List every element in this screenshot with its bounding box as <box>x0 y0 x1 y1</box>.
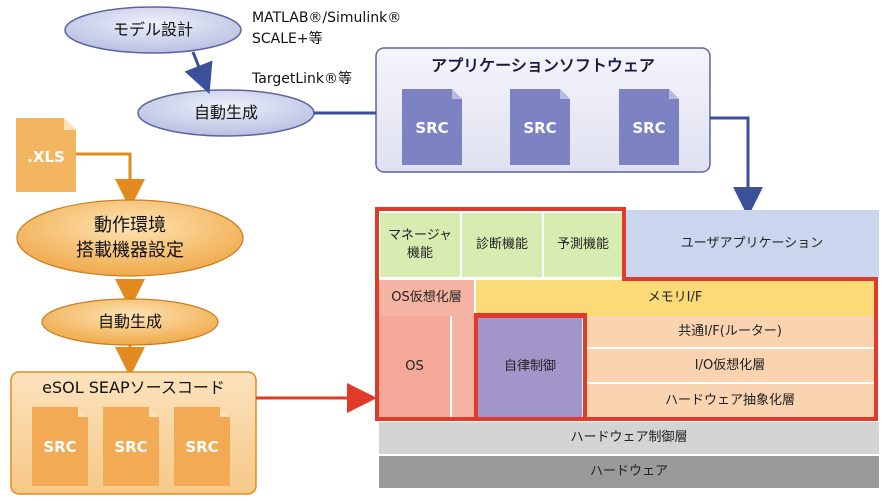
env-setting-label-2: 搭載機器設定 <box>76 240 184 261</box>
autonomous-control-cell: 自律制御 <box>478 316 582 418</box>
env-setting-ellipse <box>16 199 244 277</box>
auto-gen-top-label: 自動生成 <box>193 103 258 122</box>
io-virtualization-cell: I/O仮想化層 <box>586 349 874 383</box>
esol-src-doc-1 <box>32 407 88 486</box>
model-design-label: モデル設計 <box>112 20 193 39</box>
app-src-label-2: SRC <box>523 119 557 137</box>
common-if-router-cell: 共通I/F(ルーター) <box>586 316 874 348</box>
user-application-cell: ユーザアプリケーション <box>625 210 879 278</box>
app-src-doc-1 <box>402 89 462 165</box>
auto-gen-left-ellipse <box>41 298 219 346</box>
app-src-doc-2 <box>510 89 570 165</box>
os-virtualization-strip <box>452 316 475 418</box>
esol-src-doc-2 <box>103 407 159 486</box>
hardware-cell: ハードウェア <box>379 456 879 488</box>
app-src-doc-3 <box>619 89 679 165</box>
app-src-label-3: SRC <box>632 119 666 137</box>
hw-abstraction-cell: ハードウェア抽象化層 <box>586 384 874 418</box>
memory-if-cell: メモリI/F <box>476 280 874 316</box>
app-software-title: アプリケーションソフトウェア <box>431 56 655 75</box>
arrow-model-to-autogen <box>184 51 213 94</box>
tool-label-matlab: MATLAB®/Simulink® <box>252 10 402 26</box>
hw-control-layer-cell: ハードウェア制御層 <box>379 422 879 454</box>
auto-gen-left-label: 自動生成 <box>97 312 162 331</box>
red-outline-autonomous <box>474 313 587 421</box>
esol-src-doc-3 <box>174 407 230 486</box>
esol-src-label-1: SRC <box>43 438 77 456</box>
app-src-label-1: SRC <box>415 119 449 137</box>
os-cell: OS <box>379 316 451 418</box>
tool-label-targetlink: TargetLink®等 <box>252 71 352 87</box>
arrow-xls-to-env <box>76 152 145 209</box>
env-setting-label-1: 動作環境 <box>94 215 166 236</box>
xls-doc <box>16 118 76 192</box>
esol-src-label-3: SRC <box>185 438 219 456</box>
model-design-ellipse <box>64 6 242 54</box>
manager-function-cell: マネージャ機能 <box>379 212 461 278</box>
os-virtualization-cell: OS仮想化層 <box>379 280 475 316</box>
esol-src-label-2: SRC <box>114 438 148 456</box>
tool-label-scale: SCALE+等 <box>252 31 323 47</box>
xls-label: .XLS <box>27 148 65 166</box>
esol-title: eSOL SEAPソースコード <box>42 378 225 397</box>
diagnosis-function-cell: 診断機能 <box>461 212 543 278</box>
red-outline-app-functions <box>375 207 878 421</box>
arrow-panel-to-userapp <box>710 116 763 217</box>
prediction-function-cell: 予測機能 <box>543 212 623 278</box>
